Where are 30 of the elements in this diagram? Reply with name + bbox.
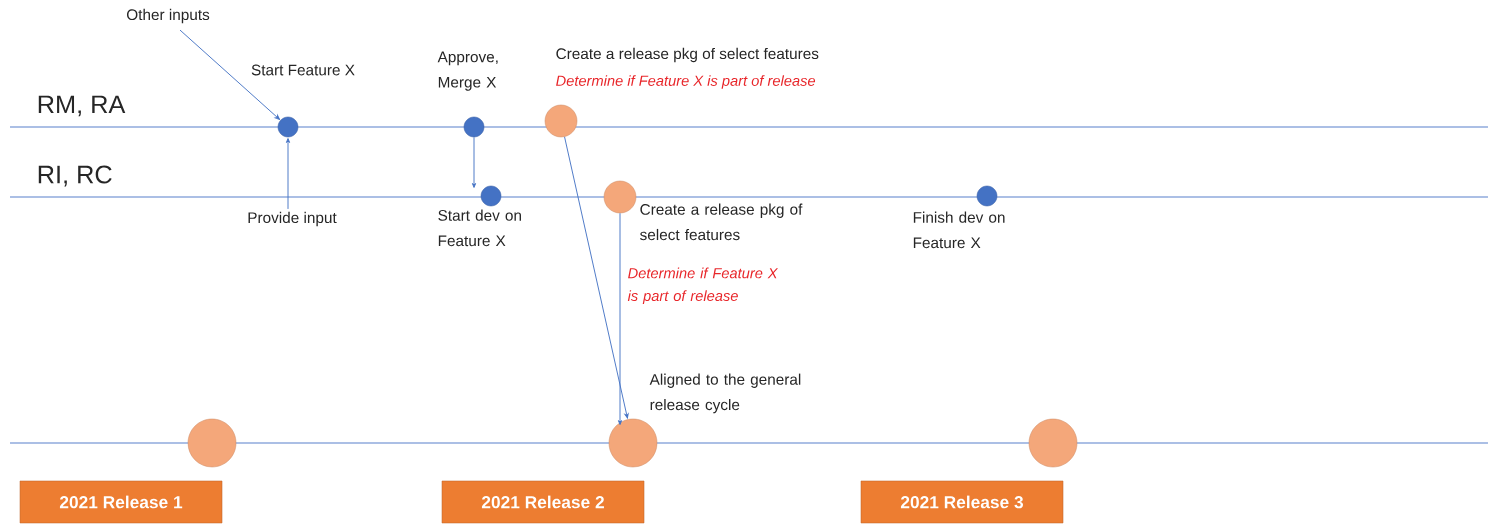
arrow <box>179 29 280 120</box>
release-box: 2021 Release 3 <box>860 480 1064 524</box>
milestone-dot <box>277 116 299 138</box>
milestone-label: Start dev on Feature X <box>438 209 521 247</box>
arrow <box>564 136 629 419</box>
milestone-dot <box>976 185 998 207</box>
milestone-label: Finish dev on Feature X <box>913 211 1005 249</box>
milestone-label: Approve, Merge X <box>437 51 498 91</box>
milestone-label: Create a release pkg of select features <box>556 47 819 63</box>
milestone-circle <box>603 180 637 214</box>
note-text: Determine if Feature X is part of release <box>556 75 816 89</box>
milestone-label: Create a release pkg of select features <box>640 203 803 241</box>
milestone-label: Start Feature X <box>251 64 355 76</box>
note-text: Determine if Feature X is part of release <box>627 267 778 304</box>
arrow <box>285 138 291 210</box>
note-text: Other inputs <box>127 8 210 24</box>
milestone-label: Aligned to the general release cycle <box>649 373 801 414</box>
milestone-circle <box>187 418 237 468</box>
milestone-circle <box>1028 418 1078 468</box>
release-box: 2021 Release 2 <box>441 480 645 524</box>
note-text: Provide input <box>248 211 337 227</box>
arrow <box>471 136 477 188</box>
arrow <box>617 212 623 426</box>
milestone-circle <box>544 104 578 138</box>
lane-label: RM, RA <box>38 95 126 117</box>
milestone-circle <box>608 418 658 468</box>
lane-label: RI, RC <box>38 165 112 187</box>
release-box: 2021 Release 1 <box>19 480 223 524</box>
milestone-dot <box>480 185 502 207</box>
milestone-dot <box>463 116 485 138</box>
